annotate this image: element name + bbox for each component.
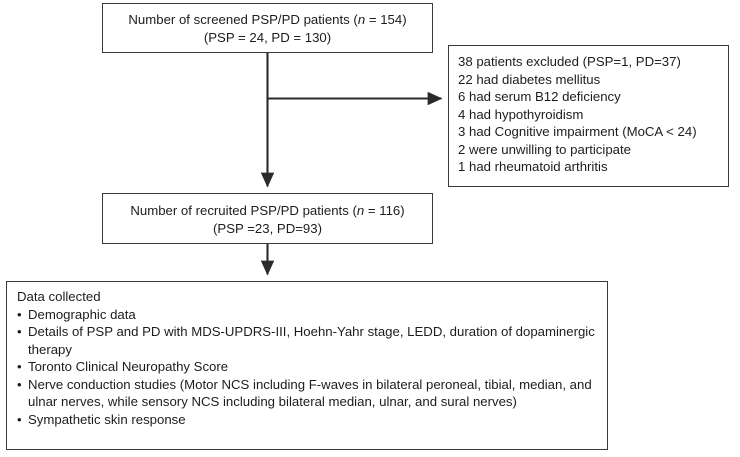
excluded-line: 2 were unwilling to participate (458, 141, 631, 157)
list-item: Sympathetic skin response (17, 411, 600, 429)
excluded-line: 38 patients excluded (PSP=1, PD=37) (458, 54, 681, 69)
recruited-patients-box: Number of recruited PSP/PD patients (n =… (102, 193, 433, 244)
list-item: Details of PSP and PD with MDS-UPDRS-III… (17, 323, 600, 358)
recruited-line-1-pre: Number of recruited PSP/PD patients ( (130, 203, 357, 218)
recruited-italic-n: n (356, 203, 365, 218)
screened-line-1-post: = 154) (365, 12, 407, 27)
recruited-line-1: Number of recruited PSP/PD patients (n =… (103, 202, 432, 220)
screened-line-1-pre: Number of screened PSP/PD patients ( (128, 12, 358, 27)
data-collected-box: Data collected Demographic data Details … (6, 281, 608, 450)
excluded-line: 4 had hypothyroidism (458, 106, 584, 122)
recruited-line-1-post: = 116) (364, 203, 405, 218)
excluded-line: 22 had diabetes mellitus (458, 71, 601, 87)
excluded-patients-box: 38 patients excluded (PSP=1, PD=37) 22 h… (448, 45, 729, 187)
excluded-line: 3 had Cognitive impairment (MoCA < 24) (458, 124, 697, 139)
list-item: Demographic data (17, 306, 600, 324)
excluded-line: 6 had serum B12 deficiency (458, 89, 621, 104)
screened-line-2: (PSP = 24, PD = 130) (203, 29, 332, 45)
screened-italic-n: n (357, 12, 366, 27)
data-collected-list: Demographic data Details of PSP and PD w… (17, 306, 607, 429)
data-collected-heading: Data collected (17, 289, 101, 304)
recruited-line-2: (PSP =23, PD=93) (213, 220, 322, 236)
screened-line-1: Number of screened PSP/PD patients (n = … (103, 11, 432, 29)
list-item: Nerve conduction studies (Motor NCS incl… (17, 376, 600, 411)
screened-patients-box: Number of screened PSP/PD patients (n = … (102, 3, 433, 53)
list-item: Toronto Clinical Neuropathy Score (17, 358, 600, 376)
excluded-line: 1 had rheumatoid arthritis (458, 159, 608, 174)
